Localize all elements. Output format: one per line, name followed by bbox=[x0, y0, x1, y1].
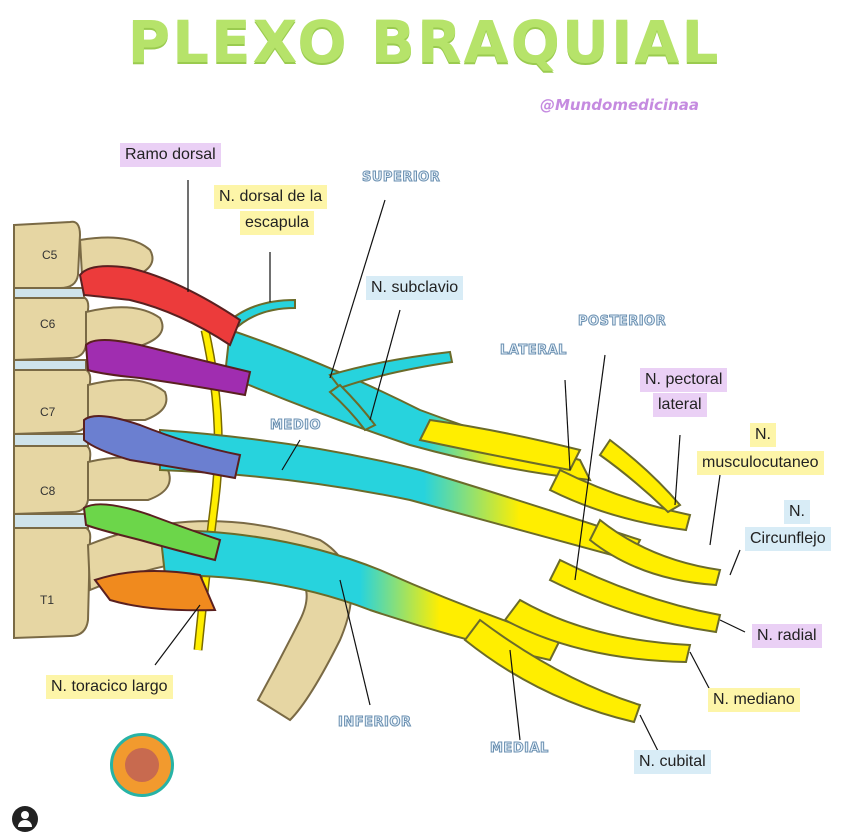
author-handle: @Mundomedicinaa bbox=[540, 96, 699, 114]
vertebra-t1 bbox=[13, 524, 92, 640]
cord-label-posterior: POSTERIOR bbox=[577, 314, 667, 330]
vertebral-column bbox=[13, 220, 353, 722]
label-radial: N. radial bbox=[752, 624, 822, 648]
vertebra-c8 bbox=[13, 442, 92, 516]
nerve-roots bbox=[78, 265, 252, 612]
trunk-label-superior: SUPERIOR bbox=[361, 170, 441, 186]
label-subclavio: N. subclavio bbox=[366, 276, 464, 300]
label-dorsal-escapula-1: N. dorsal de la bbox=[214, 185, 328, 209]
cord-label-medial: MEDIAL bbox=[490, 741, 549, 757]
vertebra-label-t1: T1 bbox=[40, 593, 55, 607]
root-t1 bbox=[93, 570, 217, 612]
root-c6 bbox=[84, 339, 252, 397]
label-musculocutaneo-1: N. bbox=[750, 423, 776, 447]
root-c7 bbox=[83, 415, 242, 480]
label-pectoral-2: lateral bbox=[653, 393, 707, 417]
page-title: PLEXO BRAQUIAL bbox=[127, 8, 721, 76]
disc bbox=[13, 287, 85, 299]
vertebra-label-c8: C8 bbox=[40, 484, 56, 498]
vertebra-label-c7: C7 bbox=[40, 405, 56, 419]
label-toracico-largo: N. toracico largo bbox=[46, 675, 173, 699]
trunk-label-inferior: INFERIOR bbox=[337, 715, 412, 731]
cord-label-lateral: LATERAL bbox=[500, 343, 567, 359]
label-musculocutaneo-2: musculocutaneo bbox=[697, 451, 824, 475]
label-mediano: N. mediano bbox=[708, 688, 800, 712]
brand-logo bbox=[110, 733, 174, 797]
plexus-trunks bbox=[158, 298, 722, 724]
disc bbox=[13, 359, 87, 371]
label-circunflejo-2: Circunflejo bbox=[745, 527, 831, 551]
disc bbox=[13, 513, 89, 529]
avatar-icon[interactable] bbox=[12, 806, 38, 832]
disc bbox=[13, 433, 89, 447]
label-circunflejo-1: N. bbox=[784, 500, 810, 524]
leader-lines bbox=[154, 180, 746, 756]
root-c8 bbox=[82, 503, 222, 562]
label-dorsal-escapula-2: escapula bbox=[240, 211, 315, 235]
label-pectoral-1: N. pectoral bbox=[640, 368, 728, 392]
root-c5 bbox=[78, 265, 242, 347]
vertebra-label-c6: C6 bbox=[40, 317, 56, 331]
label-cubital: N. cubital bbox=[634, 750, 711, 774]
label-ramo-dorsal: Ramo dorsal bbox=[120, 143, 221, 167]
vertebra-c7 bbox=[13, 366, 92, 436]
vertebra-label-c5: C5 bbox=[42, 248, 58, 262]
trunk-label-medio: MEDIO bbox=[270, 418, 322, 434]
